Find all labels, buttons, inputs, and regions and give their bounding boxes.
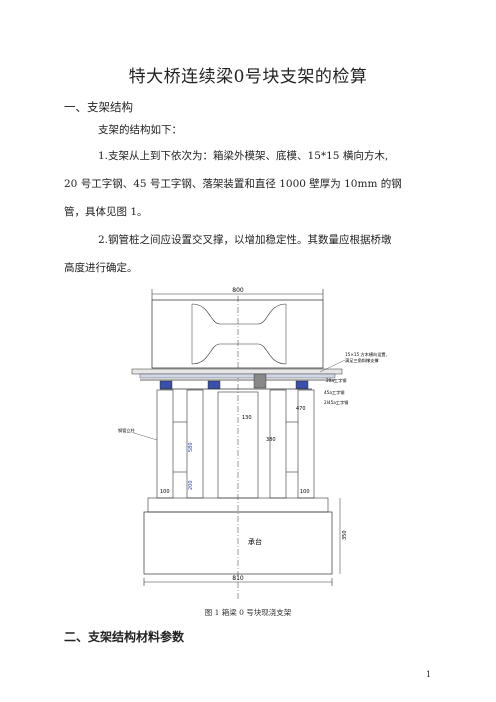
dim-810: 810 xyxy=(232,575,244,582)
dim-470: 470 xyxy=(296,406,306,412)
item-2-line-1: 2.钢管桩之间应设置交叉撑，以增加稳定性。其数量应根据桥墩 xyxy=(98,234,392,246)
label-i20: 20a工字钢 xyxy=(326,377,346,384)
dim-580: 580 xyxy=(188,442,194,452)
dim-100b: 100 xyxy=(300,489,310,495)
label-timber: 15×15 方木横向设置, xyxy=(345,351,387,358)
section-1-heading: 一、支架结构 xyxy=(64,100,133,114)
dim-130: 130 xyxy=(242,415,252,421)
dim-200: 200 xyxy=(188,480,194,490)
item-1-line-3: 管，具体见图 1。 xyxy=(64,206,148,218)
dim-800: 800 xyxy=(232,287,244,294)
page-number: 1 xyxy=(426,670,432,679)
support-structure-figure: 800 15×15 方木横向设置, 满足三角斜撑支撑 20a工字钢 45a工字钢… xyxy=(118,287,387,600)
item-2-line-2: 高度进行确定。 xyxy=(64,262,138,274)
dim-380: 380 xyxy=(266,437,276,443)
label-i45b: 2I45a工字钢 xyxy=(324,399,348,406)
cap-label: 承台 xyxy=(248,537,262,546)
item-1-line-1: 1.支架从上到下依次为：箱梁外模架、底模、15*15 横向方木, xyxy=(98,150,389,162)
section-2-heading: 二、支架结构材料参数 xyxy=(64,630,185,644)
document-title: 特大桥连续梁0号块支架的检算 xyxy=(128,67,368,87)
label-pile: 钢管立柱 xyxy=(118,427,136,434)
label-i45: 45a工字钢 xyxy=(324,389,344,396)
section-1-intro: 支架的结构如下： xyxy=(98,124,182,136)
dim-100a: 100 xyxy=(160,489,170,495)
label-timber-2: 满足三角斜撑支撑 xyxy=(345,357,379,364)
item-1-line-2: 20 号工字钢、45 号工字钢、落架装置和直径 1000 壁厚为 10mm 的钢 xyxy=(64,178,402,190)
dim-350: 350 xyxy=(342,530,348,540)
figure-caption: 图 1 箱梁 0 号块现浇支架 xyxy=(204,608,292,617)
